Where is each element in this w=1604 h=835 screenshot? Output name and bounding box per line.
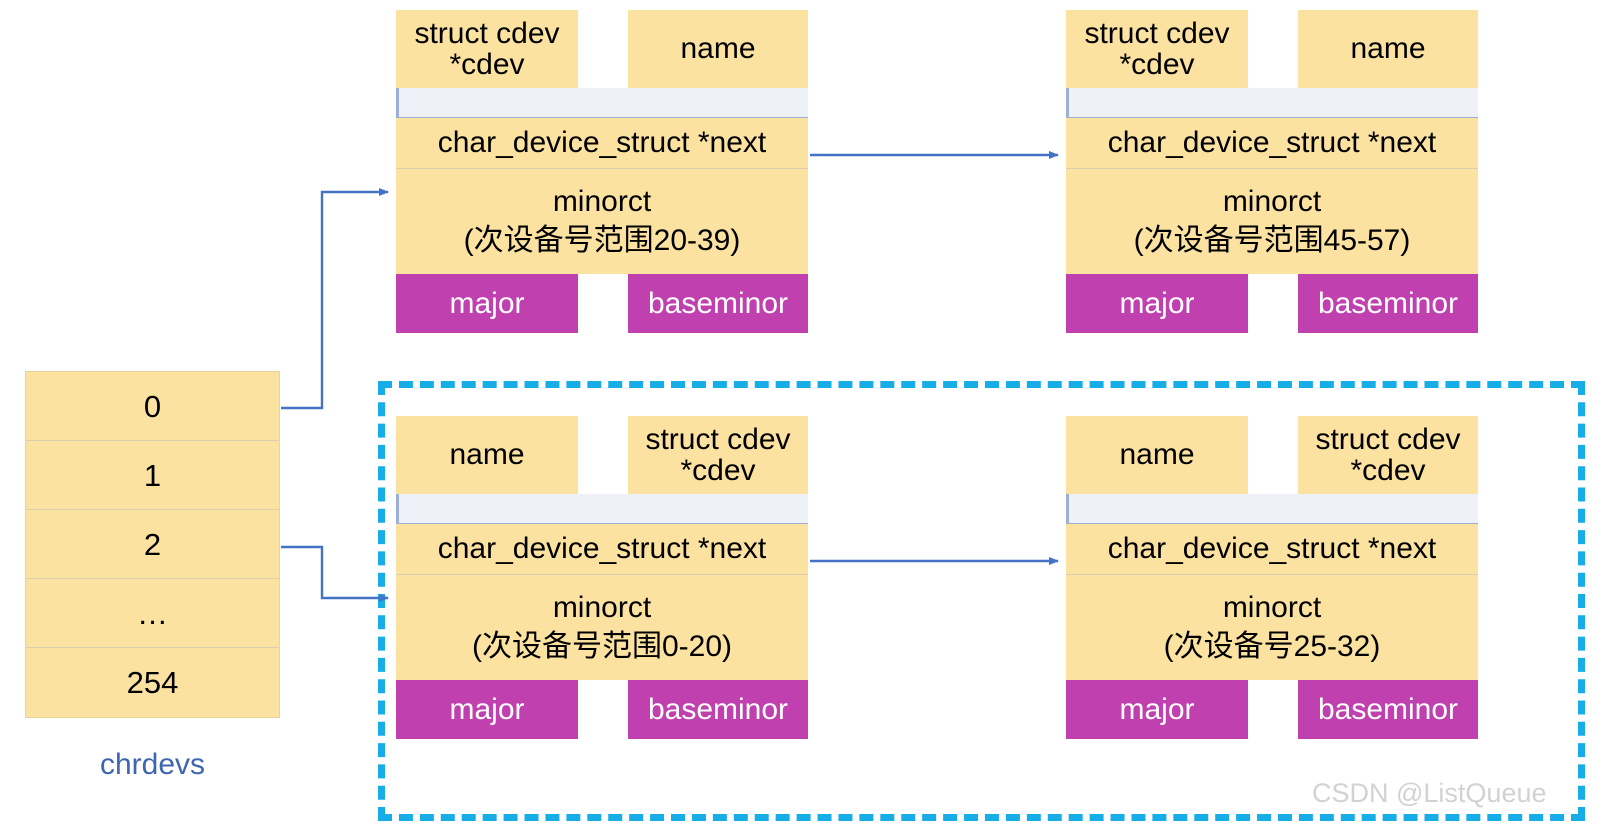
card-footer: major baseminor	[1066, 680, 1478, 739]
card-header: name struct cdev*cdev	[1066, 416, 1478, 494]
card-divider-strip	[396, 88, 808, 118]
minorct-label: minorct	[552, 185, 652, 219]
minorct-range: (次设备号范围20-39)	[463, 223, 741, 257]
card-header: name struct cdev*cdev	[396, 416, 808, 494]
major-cell: major	[1066, 680, 1248, 739]
node-card-top-right: struct cdev*cdev name char_device_struct…	[1066, 10, 1478, 333]
name-cell: name	[628, 10, 808, 88]
card-header: struct cdev*cdev name	[1066, 10, 1478, 88]
major-cell: major	[396, 274, 578, 333]
minorct-row: minorct (次设备号范围0-20)	[396, 575, 808, 680]
arrow-chrdevs0-to-top-left	[281, 188, 389, 410]
chrdevs-label: chrdevs	[99, 748, 206, 781]
next-pointer-row: char_device_struct *next	[1066, 118, 1478, 169]
name-cell: name	[1298, 10, 1478, 88]
major-cell: major	[1066, 274, 1248, 333]
next-pointer-row: char_device_struct *next	[396, 118, 808, 169]
card-divider-strip	[1066, 494, 1478, 524]
minorct-row: minorct (次设备号范围20-39)	[396, 169, 808, 274]
cdev-pointer-cell: struct cdev*cdev	[628, 416, 808, 494]
baseminor-cell: baseminor	[628, 274, 808, 333]
node-card-bottom-left: name struct cdev*cdev char_device_struct…	[396, 416, 808, 739]
card-footer: major baseminor	[396, 274, 808, 333]
minorct-label: minorct	[552, 591, 652, 625]
minorct-range: (次设备号25-32)	[1163, 629, 1381, 663]
major-cell: major	[396, 680, 578, 739]
baseminor-cell: baseminor	[628, 680, 808, 739]
chrdevs-row-254[interactable]: 254	[126, 665, 179, 700]
next-pointer-row: char_device_struct *next	[396, 524, 808, 575]
minorct-label: minorct	[1222, 591, 1322, 625]
chrdevs-row-0[interactable]: 0	[26, 372, 279, 441]
card-divider-strip	[1066, 88, 1478, 118]
minorct-range: (次设备号范围0-20)	[471, 629, 733, 663]
minorct-range: (次设备号范围45-57)	[1133, 223, 1411, 257]
name-cell: name	[1066, 416, 1248, 494]
next-pointer-row: char_device_struct *next	[1066, 524, 1478, 575]
csdn-watermark: CSDN @ListQueue	[1312, 778, 1547, 808]
card-header: struct cdev*cdev name	[396, 10, 808, 88]
node-card-top-left: struct cdev*cdev name char_device_struct…	[396, 10, 808, 333]
card-footer: major baseminor	[396, 680, 808, 739]
chrdevs-row-2[interactable]: 2	[26, 510, 279, 579]
baseminor-cell: baseminor	[1298, 274, 1478, 333]
minorct-row: minorct (次设备号范围45-57)	[1066, 169, 1478, 274]
baseminor-cell: baseminor	[1298, 680, 1478, 739]
cdev-pointer-cell: struct cdev*cdev	[396, 10, 578, 88]
arrow-chrdevs2-to-bottom-left	[281, 545, 389, 602]
name-cell: name	[396, 416, 578, 494]
minorct-row: minorct (次设备号25-32)	[1066, 575, 1478, 680]
chrdevs-row-ellipsis[interactable]: …	[26, 579, 279, 648]
minorct-label: minorct	[1222, 185, 1322, 219]
cdev-pointer-cell: struct cdev*cdev	[1066, 10, 1248, 88]
card-divider-strip	[396, 494, 808, 524]
chrdevs-table: 0 1 2 … 254	[25, 371, 280, 718]
node-card-bottom-right: name struct cdev*cdev char_device_struct…	[1066, 416, 1478, 739]
card-footer: major baseminor	[1066, 274, 1478, 333]
cdev-pointer-cell: struct cdev*cdev	[1298, 416, 1478, 494]
chrdevs-row-1[interactable]: 1	[26, 441, 279, 510]
